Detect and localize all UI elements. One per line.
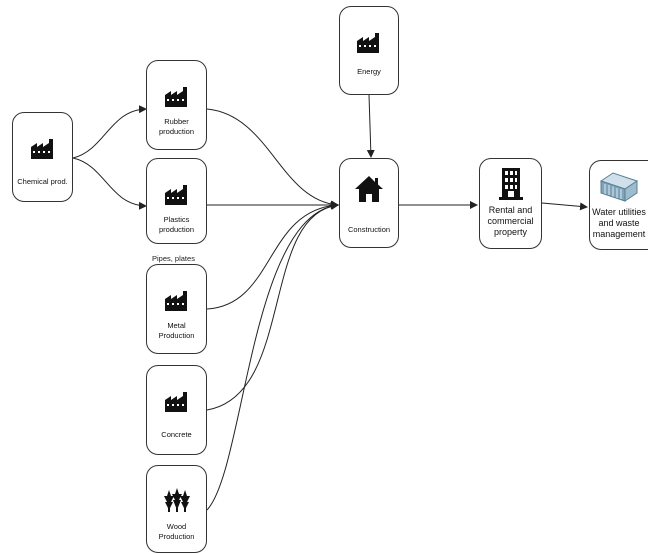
edge-chemical-plastics	[72, 157, 147, 210]
node-construction[interactable]: Construction	[339, 158, 399, 248]
factory-icon	[162, 285, 192, 311]
node-label: Chemical prod.	[17, 177, 68, 186]
node-label: Rental and commercial property	[487, 205, 534, 237]
edge-rental-water	[541, 202, 588, 211]
factory-icon	[162, 386, 192, 412]
node-wood-production[interactable]: Wood Production	[146, 465, 207, 553]
node-label: Water utilities and waste management	[592, 207, 646, 239]
node-concrete[interactable]: Concrete	[146, 365, 207, 455]
factory-icon	[28, 133, 58, 159]
trees-icon	[162, 486, 192, 512]
node-plastics-production[interactable]: Plastics production	[146, 158, 207, 244]
factory-icon	[162, 179, 192, 205]
node-label: Plastics production	[158, 215, 195, 234]
node-rental-commercial-property[interactable]: Rental and commercial property	[479, 158, 542, 249]
node-label: Construction	[347, 225, 391, 234]
node-water-utilities-waste[interactable]: Water utilities and waste management	[589, 160, 648, 250]
node-label: Metal Production	[158, 321, 195, 340]
edge-label-pipes-plates: Pipes, plates	[152, 254, 195, 263]
edge-wood-construction	[206, 201, 339, 511]
node-rubber-production[interactable]: Rubber production	[146, 60, 207, 150]
factory-icon	[354, 27, 384, 53]
node-label: Wood Production	[158, 522, 195, 541]
node-label: Rubber production	[158, 117, 195, 136]
edge-concrete-construction	[206, 201, 339, 411]
node-label: Concrete	[161, 430, 192, 439]
container-icon	[599, 169, 639, 203]
house-icon	[353, 173, 385, 203]
factory-icon	[162, 81, 192, 107]
edge-energy-construction	[366, 94, 375, 158]
node-chemical-production[interactable]: Chemical prod.	[12, 112, 73, 202]
edge-metal-construction	[206, 201, 339, 310]
node-metal-production[interactable]: Metal Production	[146, 264, 207, 354]
node-label: Energy	[357, 67, 381, 76]
edge-chemical-rubber	[72, 105, 147, 159]
edge-rubber-construction	[206, 108, 339, 209]
building-icon	[495, 165, 527, 201]
node-energy[interactable]: Energy	[339, 6, 399, 95]
